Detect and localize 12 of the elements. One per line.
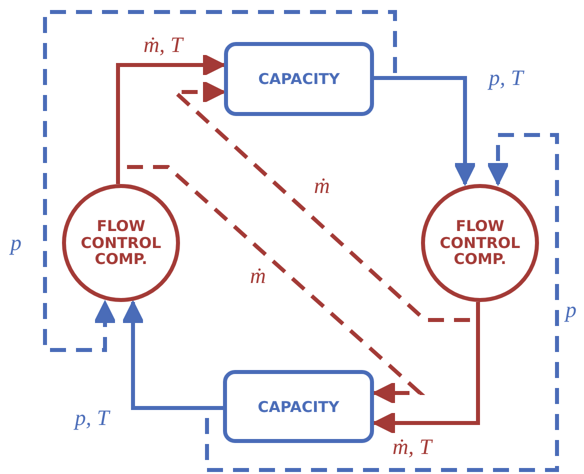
edge-label: ṁ, T [390,436,434,458]
dashed-arrow [116,165,426,404]
node-label: CAPACITY [258,70,340,88]
node-label: FLOW CONTROL COMP. [80,218,162,268]
dashed-arrow [43,10,397,352]
arrow [373,302,480,434]
node-label: CAPACITY [258,398,340,416]
dashed-arrow [205,133,559,472]
edge-label: ṁ, T [141,34,185,56]
capacity-box [223,370,374,443]
node-label: FLOW CONTROL COMP. [438,218,522,268]
capacity-box [224,42,374,116]
